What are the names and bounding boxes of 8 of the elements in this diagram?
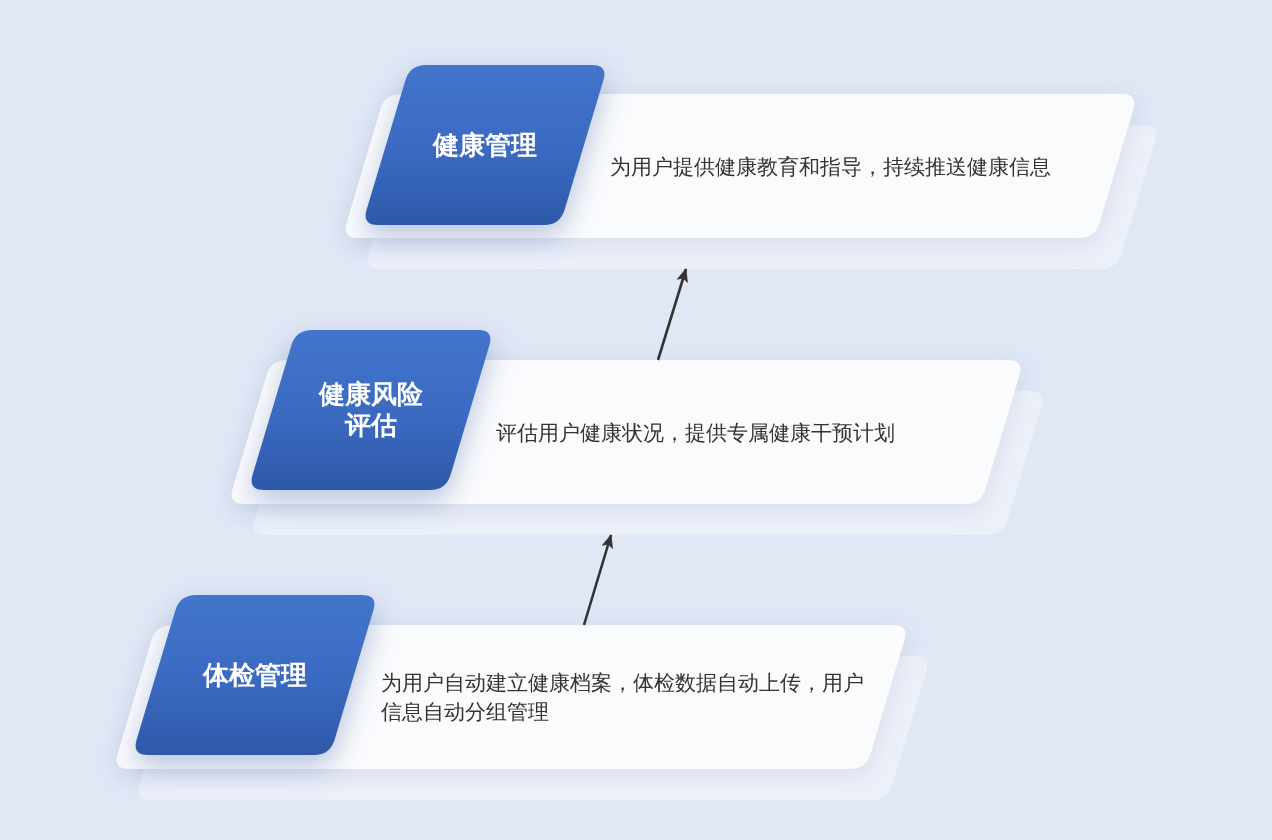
tier-title: 健康管理 (433, 129, 537, 161)
tier-title: 体检管理 (203, 659, 307, 691)
card-description: 为用户提供健康教育和指导，持续推送健康信息 (610, 153, 1052, 180)
tier-title: 健康风险评估 (317, 379, 424, 441)
card-description: 为用户自动建立健康档案，体检数据自动上传，用户信息自动分组管理 (381, 670, 865, 725)
arrow (656, 268, 688, 361)
arrow (582, 534, 613, 626)
card-description: 评估用户健康状况，提供专属健康干预计划 (496, 419, 896, 446)
